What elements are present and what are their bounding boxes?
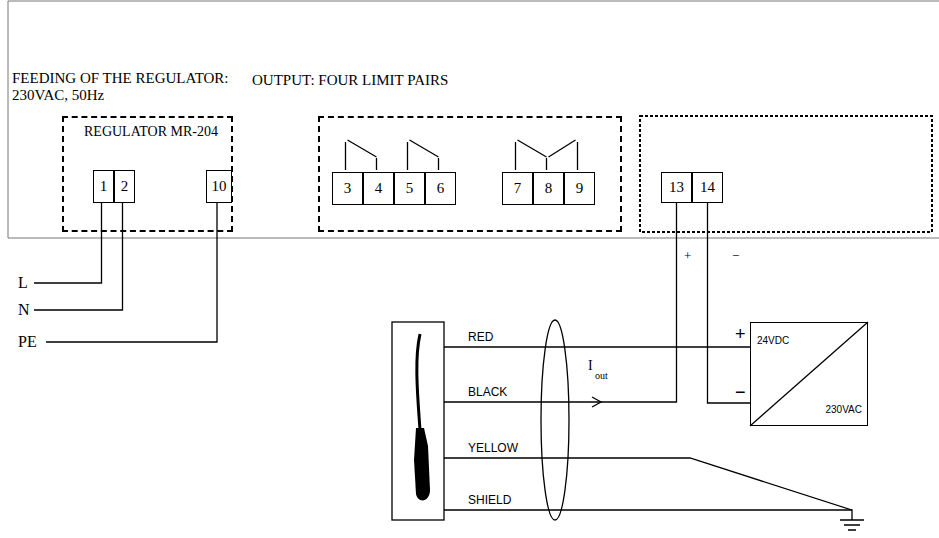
terminal-number: 3 [344, 180, 352, 197]
terminal-number: 4 [375, 180, 383, 197]
terminal: 10 [206, 170, 232, 203]
terminal-number: 13 [669, 179, 684, 196]
terminal: 5 [394, 172, 425, 205]
terminal: 9 [564, 172, 595, 205]
terminal: 1 [93, 170, 114, 203]
line-name: N [18, 301, 30, 319]
terminal-number: 10 [212, 178, 227, 195]
contact-symbol [408, 140, 439, 170]
terminal-number: 8 [545, 180, 553, 197]
sensor-box [392, 322, 444, 520]
wire-color: RED [468, 331, 493, 345]
terminal: 2 [114, 170, 135, 203]
sensor-body [414, 428, 430, 500]
terminal-housing [640, 116, 932, 232]
signal-name: I [588, 358, 593, 374]
terminal: 14 [692, 172, 723, 203]
wire-color: BLACK [468, 386, 507, 400]
terminal: 8 [533, 172, 564, 205]
terminal-number: 2 [121, 178, 129, 195]
shield-wire [444, 510, 852, 520]
signal-subscript: out [595, 370, 608, 382]
terminal-number: 7 [514, 180, 522, 197]
terminal: 4 [363, 172, 394, 205]
contact-symbol [346, 140, 377, 170]
polarity-mark: − [735, 382, 746, 403]
box-label: 24VDC [757, 335, 789, 347]
line-name: PE [18, 333, 37, 351]
current-arrow [592, 397, 601, 407]
polarity-mark: + [735, 324, 746, 345]
phase-wire [34, 201, 102, 283]
panel-outline [8, 1, 939, 238]
terminal: 3 [332, 172, 363, 205]
wire-connector [708, 203, 751, 403]
box-label: 230VAC [825, 404, 862, 416]
power-supply: 24VDC 230VAC [750, 322, 868, 426]
neutral-wire [34, 201, 123, 310]
polarity-mark: − [732, 249, 739, 264]
contact-symbol [516, 140, 547, 170]
heading: FEEDING OF THE REGULATOR: 230VAC, 50Hz [12, 70, 257, 105]
wire-color: SHIELD [468, 494, 511, 508]
red-wire [444, 346, 750, 347]
regulator-box: FEEDING OF THE REGULATOR: 230VAC, 50HzRE… [62, 116, 233, 232]
contact-symbol [549, 140, 578, 170]
polarity-mark: + [684, 249, 691, 264]
converter-diagonal [750, 322, 868, 426]
ground-symbol [840, 520, 864, 530]
terminal-number: 5 [406, 180, 414, 197]
terminal-number: 9 [576, 180, 584, 197]
output-box: OUTPUT: FOUR LIMIT PAIRS3456789 [318, 116, 622, 232]
terminal-number: 14 [700, 179, 715, 196]
terminal-number: 6 [437, 180, 445, 197]
earth-wire [46, 201, 217, 342]
yellow-wire [444, 458, 852, 510]
wire-color: YELLOW [468, 442, 518, 456]
terminal-number: 1 [100, 178, 108, 195]
terminal: 13 [661, 172, 692, 203]
line-name: L [18, 274, 28, 292]
cable-bundle [541, 320, 569, 520]
black-wire [444, 203, 677, 402]
terminal: 7 [502, 172, 533, 205]
heading: OUTPUT: FOUR LIMIT PAIRS [252, 72, 448, 89]
box-label: REGULATOR MR-204 [84, 124, 218, 140]
sensor-cable [417, 334, 420, 430]
terminal: 6 [425, 172, 456, 205]
